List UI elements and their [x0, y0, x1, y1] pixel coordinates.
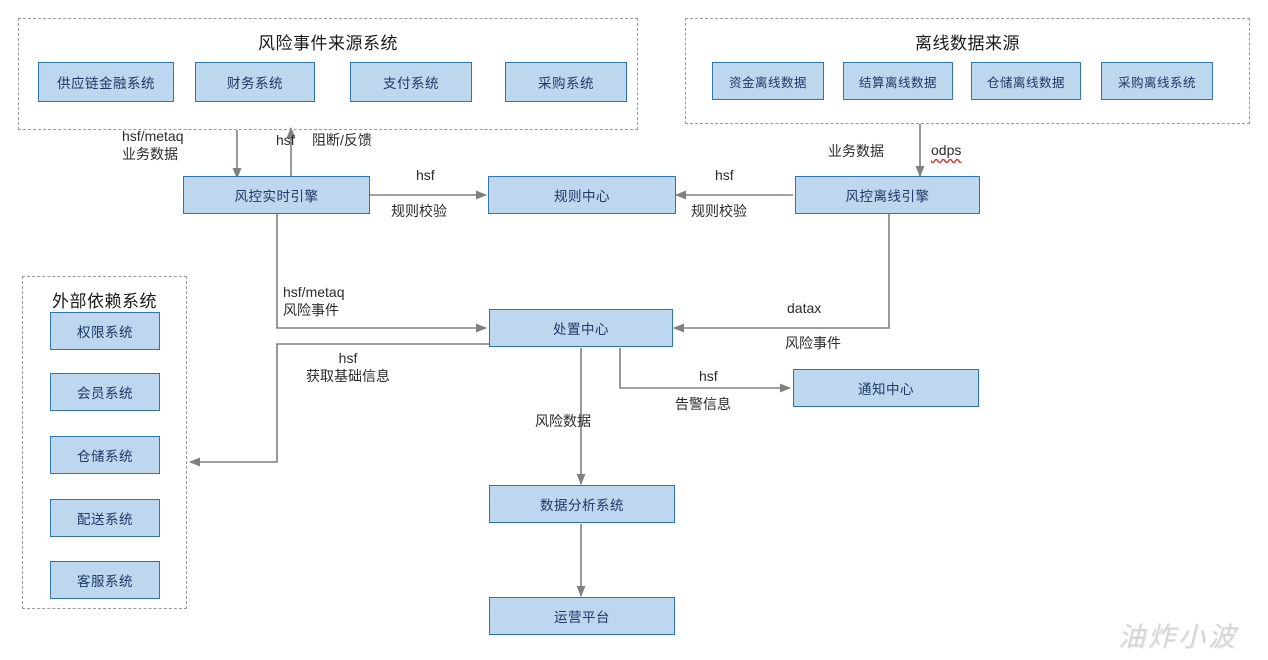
node-label: 财务系统	[227, 76, 283, 91]
node-label: 供应链金融系统	[57, 76, 155, 91]
group-title-external-dependency: 外部依赖系统	[52, 292, 157, 311]
edge-label-realtime-disposal: hsf/metaq 风险事件	[283, 284, 344, 320]
edge-label-payload: 风险事件	[785, 335, 841, 351]
node-label: 规则中心	[554, 189, 610, 204]
node-label: 采购系统	[538, 76, 594, 91]
node-operation-platform[interactable]: 运营平台	[489, 597, 675, 635]
node-label: 风控实时引擎	[234, 189, 319, 204]
edge-label-offline-rule-protocol: hsf	[715, 167, 734, 185]
node-disposal-center[interactable]: 处置中心	[489, 309, 673, 347]
node-label: 结算离线数据	[858, 75, 937, 90]
edge-label-payload: 告警信息	[675, 396, 731, 412]
group-title-risk-event-source: 风险事件来源系统	[258, 34, 398, 53]
edge-label-notification-protocol: hsf	[699, 368, 718, 386]
edge-label-payload: 风险数据	[535, 413, 591, 429]
node-customer-service-system[interactable]: 客服系统	[50, 561, 160, 599]
node-warehouse-system[interactable]: 仓储系统	[50, 436, 160, 474]
edge-offlineengine-to-disposal	[672, 214, 890, 333]
edge-label-hsf-block: hsf	[276, 132, 295, 150]
node-label: 会员系统	[77, 386, 133, 401]
node-label: 采购离线系统	[1117, 75, 1196, 90]
node-label: 资金离线数据	[728, 75, 807, 90]
node-finance-system[interactable]: 财务系统	[195, 62, 315, 102]
node-label: 风控离线引擎	[845, 189, 930, 204]
node-funds-offline-data[interactable]: 资金离线数据	[712, 62, 824, 100]
node-label: 处置中心	[553, 322, 609, 337]
node-procurement-offline-system[interactable]: 采购离线系统	[1101, 62, 1213, 100]
edge-label-hsf-metaq-business: hsf/metaq 业务数据	[122, 128, 183, 164]
edge-label-notification-payload: 告警信息	[675, 396, 731, 414]
node-label: 运营平台	[554, 610, 610, 625]
edge-label-payload: 规则校验	[691, 203, 747, 219]
edge-label-protocol: hsf	[715, 167, 734, 183]
node-realtime-engine[interactable]: 风控实时引擎	[183, 176, 370, 214]
edge-label-protocol: hsf	[338, 350, 358, 366]
edge-label-datax: datax	[787, 300, 821, 318]
node-label: 权限系统	[77, 325, 133, 340]
node-label: 配送系统	[77, 512, 133, 527]
edge-label-block-feedback: 阻断/反馈	[312, 132, 372, 150]
node-settlement-offline-data[interactable]: 结算离线数据	[843, 62, 953, 100]
node-warehouse-offline-data[interactable]: 仓储离线数据	[971, 62, 1081, 100]
edge-label-payload: 业务数据	[828, 143, 884, 159]
edge-label-disposal-external: hsf 获取基础信息	[290, 350, 406, 386]
node-label: 通知中心	[858, 382, 914, 397]
node-procurement-system[interactable]: 采购系统	[505, 62, 627, 102]
edge-label-protocol: hsf/metaq	[283, 284, 345, 300]
edge-label-protocol: hsf	[416, 167, 435, 183]
node-label: 客服系统	[77, 574, 133, 589]
group-offline-data-source: 离线数据来源	[685, 18, 1250, 124]
edge-label-protocol: hsf	[276, 132, 295, 148]
edge-label-realtime-rule-payload: 规则校验	[391, 203, 447, 221]
edge-label-payload: 阻断/反馈	[312, 132, 372, 148]
node-supply-chain-finance[interactable]: 供应链金融系统	[38, 62, 174, 102]
node-label: 支付系统	[383, 76, 439, 91]
edge-label-payload: 风险事件	[283, 301, 339, 318]
node-permission-system[interactable]: 权限系统	[50, 312, 160, 350]
edge-label-protocol: datax	[787, 300, 822, 316]
edge-label-risk-data: 风险数据	[535, 413, 591, 431]
node-label: 数据分析系统	[540, 498, 624, 513]
edge-label-datax-payload: 风险事件	[785, 335, 841, 353]
group-risk-event-source: 风险事件来源系统	[18, 18, 638, 130]
node-label: 仓储离线数据	[986, 75, 1065, 90]
node-rule-center[interactable]: 规则中心	[488, 176, 676, 214]
edge-label-payload: 获取基础信息	[306, 367, 390, 384]
edge-label-odps: odps	[931, 142, 961, 160]
edge-label-payload: 业务数据	[122, 145, 178, 162]
edge-label-protocol: hsf	[699, 368, 718, 384]
edge-label-offline-rule-payload: 规则校验	[691, 203, 747, 221]
node-notification-center[interactable]: 通知中心	[793, 369, 979, 407]
edge-label-business-data-offline: 业务数据	[828, 143, 884, 161]
node-offline-engine[interactable]: 风控离线引擎	[795, 176, 980, 214]
edge-label-realtime-rule-protocol: hsf	[416, 167, 435, 185]
node-delivery-system[interactable]: 配送系统	[50, 499, 160, 537]
watermark: 油炸小波	[1118, 622, 1238, 652]
edge-label-payload: 规则校验	[391, 203, 447, 219]
node-data-analysis-system[interactable]: 数据分析系统	[489, 485, 675, 523]
edge-label-protocol: odps	[931, 142, 962, 158]
node-label: 仓储系统	[77, 449, 133, 464]
node-member-system[interactable]: 会员系统	[50, 373, 160, 411]
group-external-dependency: 外部依赖系统	[22, 276, 187, 609]
node-payment-system[interactable]: 支付系统	[350, 62, 472, 102]
edge-label-protocol: hsf/metaq	[122, 128, 184, 144]
group-title-offline-data-source: 离线数据来源	[915, 34, 1020, 53]
